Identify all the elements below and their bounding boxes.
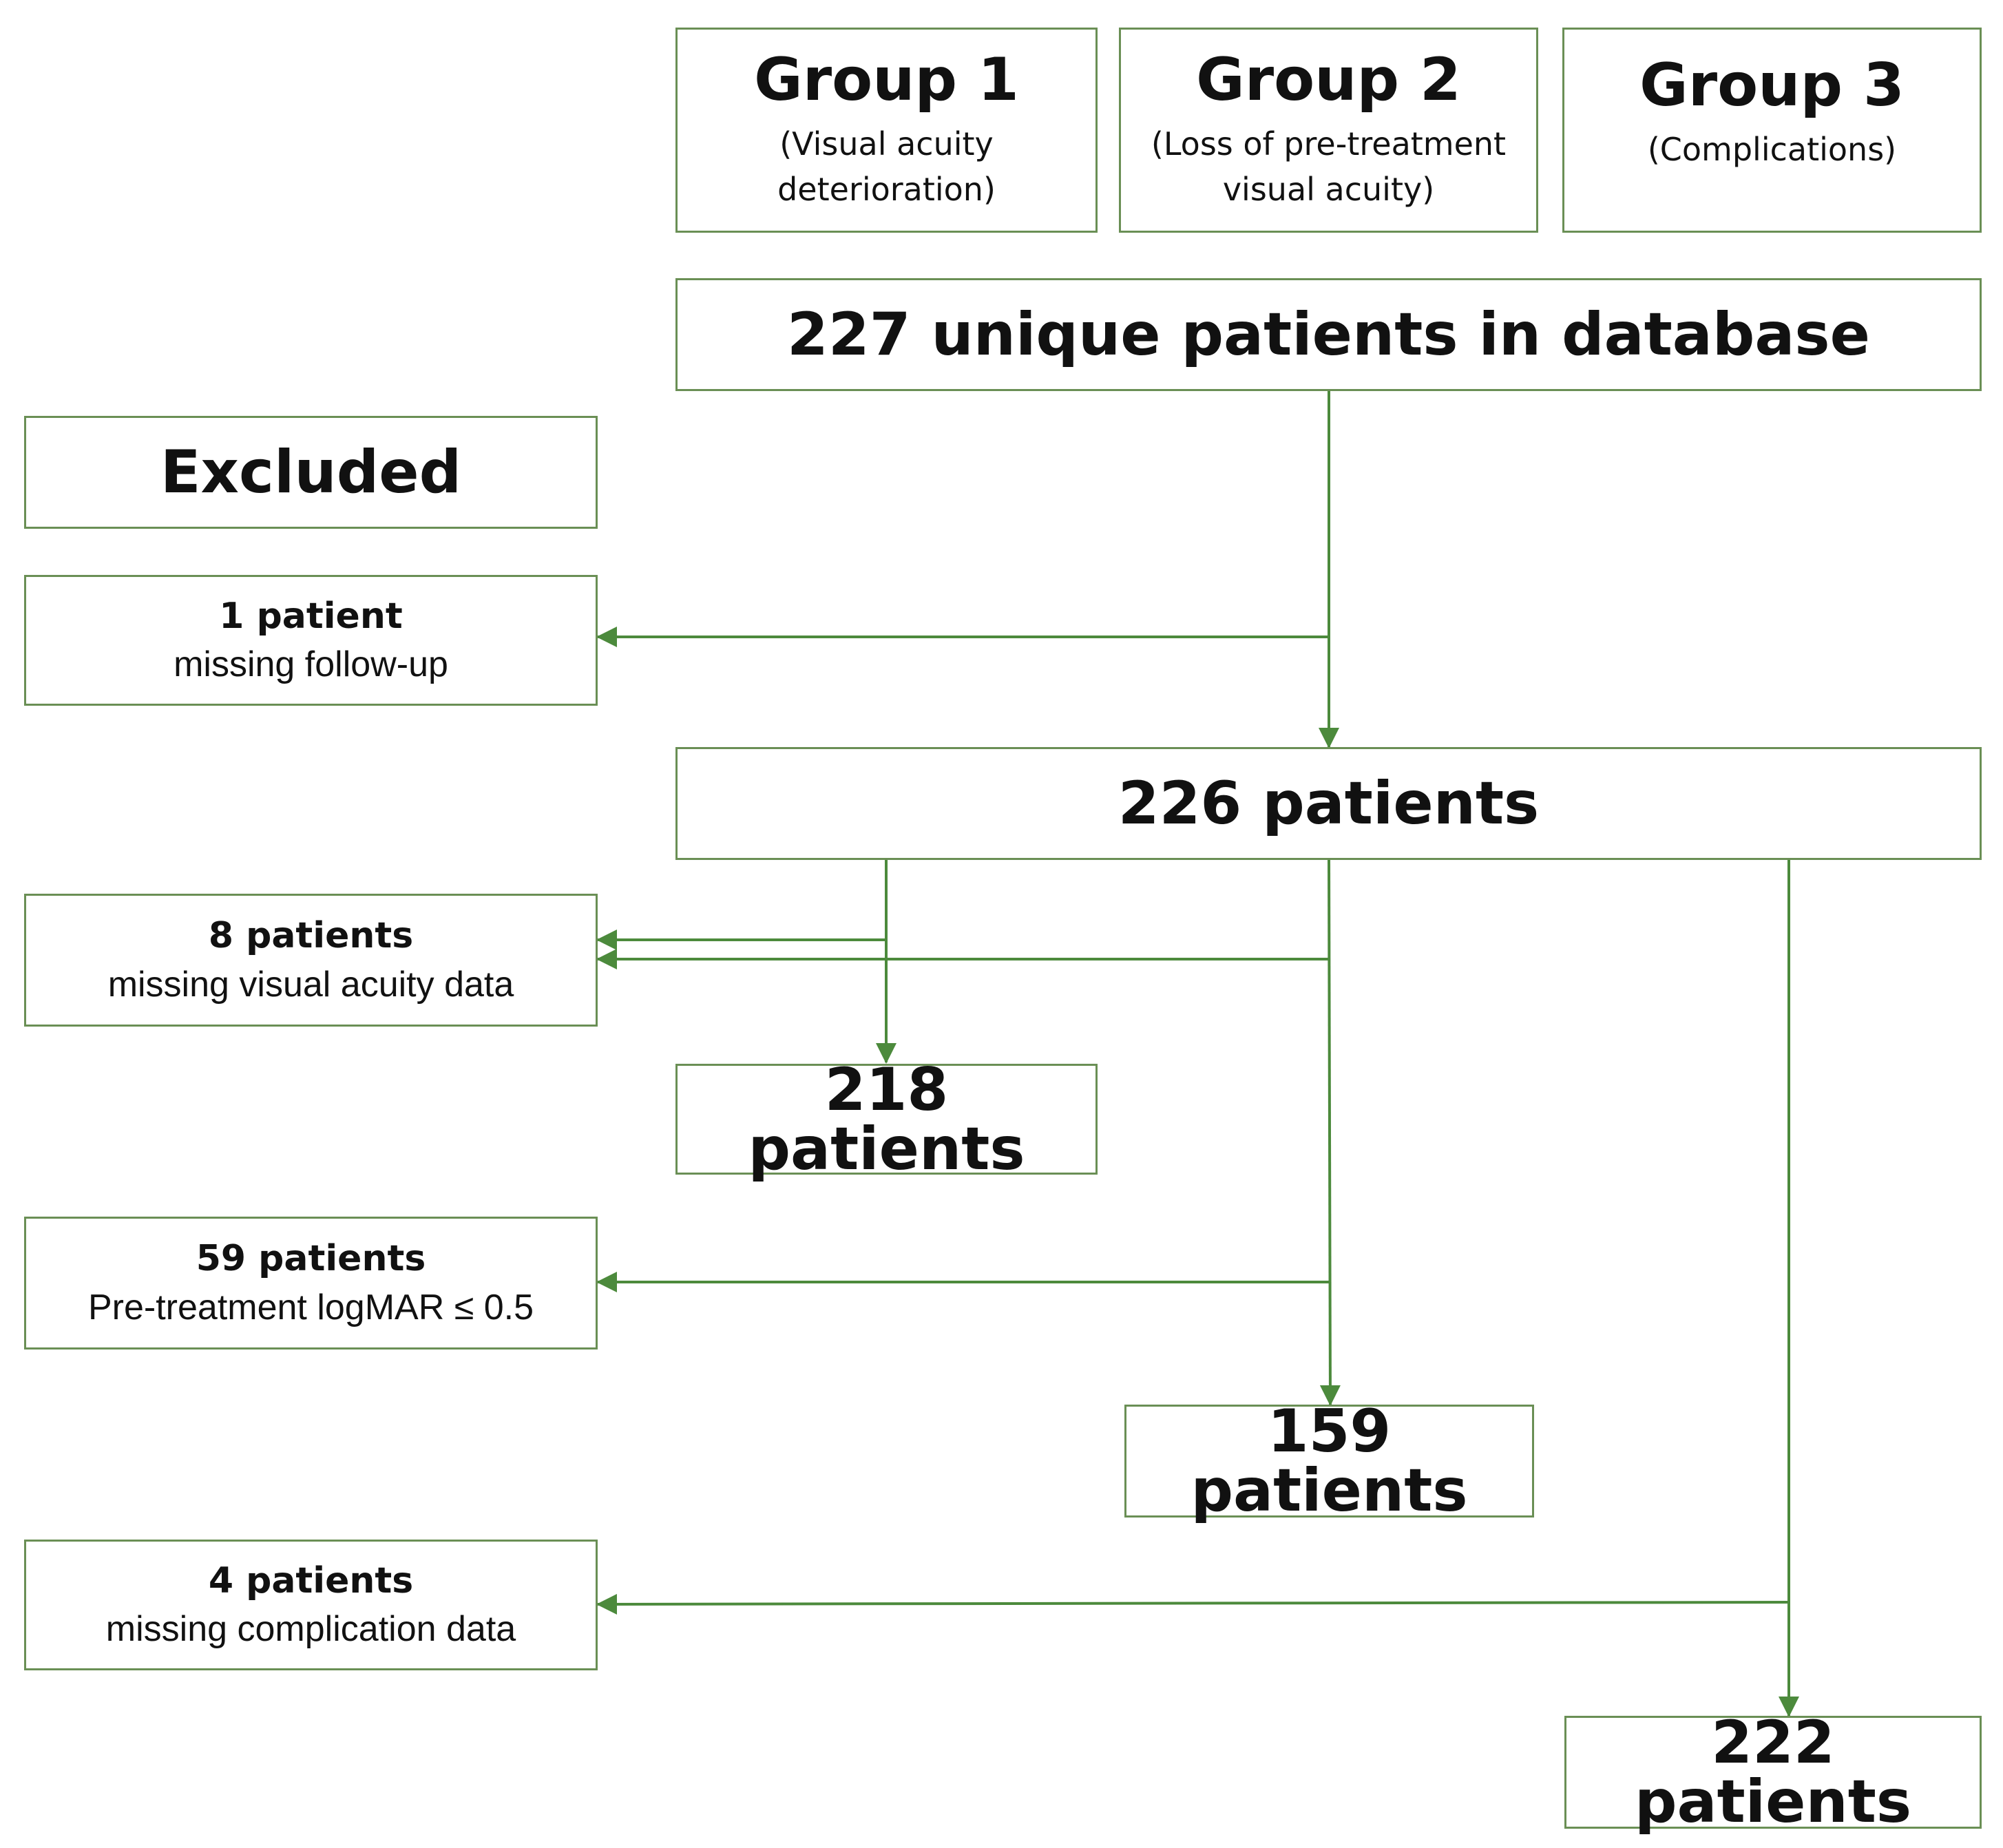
excluded-reason: missing follow-up xyxy=(174,644,448,684)
group-2-subtitle: (Loss of pre-treatment visual acuity) xyxy=(1151,125,1507,209)
excluded-item-logmar: 59 patients Pre-treatment logMAR ≤ 0.5 xyxy=(24,1217,598,1350)
group-1-box: Group 1 (Visual acuity deterioration) xyxy=(675,28,1098,233)
excluded-header: Excluded xyxy=(24,416,598,529)
connector-excl-complication xyxy=(596,1593,1790,1615)
after-followup-label: 226 patients xyxy=(1118,769,1540,838)
connector-226-to-159 xyxy=(1319,859,1341,1406)
excluded-reason: Pre-treatment logMAR ≤ 0.5 xyxy=(87,1287,534,1327)
excluded-title: Excluded xyxy=(160,438,462,507)
group-1-subtitle: (Visual acuity deterioration) xyxy=(777,125,996,209)
group-3-subtitle: (Complications) xyxy=(1647,130,1897,168)
excluded-item-visual-acuity: 8 patients missing visual acuity data xyxy=(24,894,598,1027)
group-2-title: Group 2 xyxy=(1196,45,1461,115)
start-node: 227 unique patients in database xyxy=(675,278,1982,391)
excluded-count: 59 patients xyxy=(196,1238,426,1280)
group-1-title: Group 1 xyxy=(754,45,1019,115)
excluded-count: 4 patients xyxy=(208,1560,414,1602)
excluded-reason: missing complication data xyxy=(105,1609,516,1649)
after-followup-node: 226 patients xyxy=(675,747,1982,860)
group-3-title: Group 3 xyxy=(1639,51,1905,120)
excluded-count: 8 patients xyxy=(208,915,414,957)
excluded-reason: missing visual acuity data xyxy=(107,964,514,1005)
group2-final-label: 159 patients xyxy=(1191,1397,1468,1525)
group-2-box: Group 2 (Loss of pre-treatment visual ac… xyxy=(1119,28,1538,233)
group-3-box: Group 3 (Complications) xyxy=(1562,28,1982,233)
group3-final-label: 222 patients xyxy=(1634,1708,1912,1836)
group1-final-node: 218 patients xyxy=(675,1060,1098,1179)
group2-final-node: 159 patients xyxy=(1124,1397,1534,1525)
excluded-item-followup: 1 patient missing follow-up xyxy=(24,575,598,706)
excluded-count: 1 patient xyxy=(219,595,403,637)
group3-final-node: 222 patients xyxy=(1564,1708,1982,1836)
excluded-item-complication: 4 patients missing complication data xyxy=(24,1540,598,1670)
start-node-label: 227 unique patients in database xyxy=(787,300,1870,369)
group1-final-label: 218 patients xyxy=(748,1055,1025,1184)
